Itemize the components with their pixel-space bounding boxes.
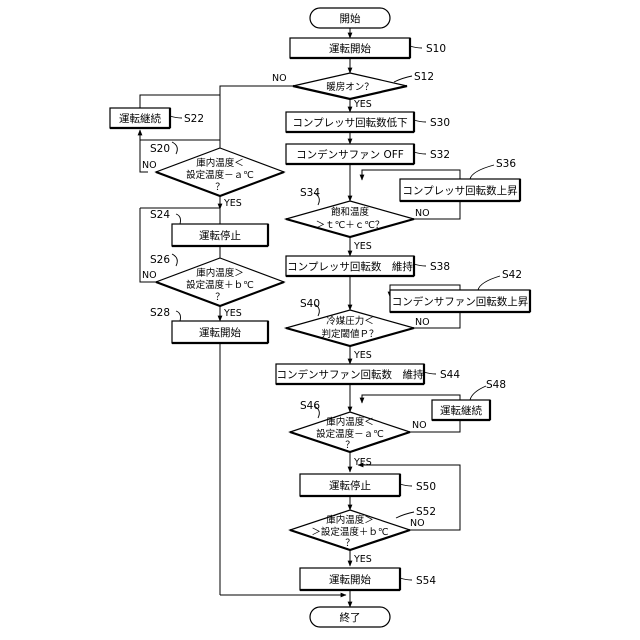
- step-label: S20: [150, 143, 170, 155]
- process-box-s30: コンプレッサ回転数低下: [286, 112, 414, 132]
- box-label: 運転開始: [199, 326, 241, 339]
- decision-s26: 庫内温度＞ 設定温度＋ｂ℃ ？: [156, 258, 284, 306]
- no-label: NO: [415, 208, 430, 219]
- box-label: 運転停止: [199, 229, 241, 242]
- step-label: S10: [426, 43, 446, 55]
- step-label: S34: [300, 187, 320, 199]
- terminal-end: 終了: [310, 607, 390, 627]
- yes-label: YES: [353, 99, 372, 110]
- step-label: S22: [184, 113, 204, 125]
- process-box-s42: コンデンサファン回転数上昇: [390, 290, 530, 312]
- no-label: NO: [412, 420, 427, 431]
- decision-text: 庫内温度＞: [326, 514, 374, 526]
- no-label: NO: [142, 270, 157, 281]
- decision-text: 設定温度－ａ℃: [186, 169, 254, 181]
- decision-text: 暖房オン？: [326, 81, 374, 93]
- process-box-s44: コンデンサファン回転数 維持: [276, 364, 424, 384]
- box-label: コンプレッサ回転数上昇: [402, 184, 518, 197]
- process-box-s54: 運転開始: [300, 568, 400, 590]
- yes-label: YES: [223, 308, 242, 319]
- box-label: コンデンサファン OFF: [296, 148, 404, 161]
- box-label: コンプレッサ回転数低下: [292, 116, 407, 129]
- box-label: 運転開始: [329, 573, 371, 586]
- process-box-s32: コンデンサファン OFF: [286, 144, 414, 164]
- box-label: 運転継続: [119, 112, 161, 125]
- process-box-s36: コンプレッサ回転数上昇: [400, 179, 520, 201]
- box-label: コンプレッサ回転数 維持: [287, 260, 413, 273]
- decision-s40: 冷媒圧力＜ 判定閾値Ｐ？: [286, 310, 414, 346]
- start-label: 開始: [340, 12, 361, 25]
- flow-line: [140, 130, 220, 140]
- box-label: 運転開始: [329, 42, 371, 55]
- step-label: S48: [486, 379, 506, 391]
- step-label: S44: [440, 369, 460, 381]
- decision-text: ？: [215, 292, 225, 303]
- decision-s12: 暖房オン？: [293, 73, 407, 99]
- decision-text: ＞設定温度＋ｂ℃: [311, 526, 389, 538]
- decision-text: ＞ｔ℃＋ｃ℃？: [316, 220, 385, 231]
- process-box-s50: 運転停止: [300, 474, 400, 496]
- decision-text: 判定閾値Ｐ？: [321, 328, 378, 340]
- decision-text: ？: [345, 440, 355, 451]
- step-label: S52: [416, 506, 436, 518]
- decision-text: 庫内温度＜: [326, 416, 374, 428]
- terminal-start: 開始: [310, 8, 390, 28]
- no-label: NO: [272, 73, 287, 84]
- decision-text: 冷媒圧力＜: [326, 315, 374, 327]
- box-label: コンデンサファン回転数上昇: [392, 295, 529, 308]
- step-label: S12: [414, 71, 434, 83]
- process-box-s38: コンプレッサ回転数 維持: [286, 256, 414, 276]
- yes-label: YES: [223, 198, 242, 209]
- step-label: S36: [496, 158, 516, 170]
- box-label: 運転停止: [329, 479, 371, 492]
- decision-s46: 庫内温度＜ 設定温度－ａ℃ ？: [290, 412, 410, 452]
- loop-line: [140, 95, 220, 107]
- box-label: コンデンサファン回転数 維持: [277, 368, 424, 381]
- decision-text: 設定温度＋ｂ℃: [186, 279, 254, 291]
- step-label: S28: [150, 307, 170, 319]
- step-label: S40: [300, 298, 320, 310]
- box-label: 運転継続: [440, 404, 482, 417]
- step-label: S54: [416, 575, 436, 587]
- step-label: S32: [430, 149, 450, 161]
- decision-s52: 庫内温度＞ ＞設定温度＋ｂ℃ ？: [290, 510, 410, 550]
- step-label: S38: [430, 261, 450, 273]
- step-label: S46: [300, 400, 320, 412]
- yes-label: YES: [353, 241, 372, 252]
- step-label: S30: [430, 117, 450, 129]
- decision-text: 庫内温度＜: [196, 157, 244, 169]
- decision-text: ？: [215, 182, 225, 193]
- process-box-s48: 運転継続: [432, 400, 490, 420]
- process-box-s24: 運転停止: [172, 224, 268, 246]
- process-box-s10: 運転開始: [290, 38, 410, 58]
- end-label: 終了: [340, 611, 361, 624]
- step-label: S24: [150, 209, 170, 221]
- no-label: NO: [415, 317, 430, 328]
- process-box-s22: 運転継続: [110, 108, 170, 128]
- process-box-s28: 運転開始: [172, 321, 268, 343]
- step-label: S26: [150, 254, 170, 266]
- yes-label: YES: [353, 554, 372, 565]
- decision-text: ？: [345, 538, 355, 549]
- step-label: S50: [416, 481, 436, 493]
- step-label: S42: [502, 269, 522, 281]
- no-label: NO: [142, 160, 157, 171]
- yes-label: YES: [353, 457, 372, 468]
- no-label: NO: [410, 518, 425, 529]
- yes-label: YES: [353, 350, 372, 361]
- decision-text: 設定温度－ａ℃: [316, 428, 384, 440]
- decision-text: 飽和温度: [331, 206, 370, 218]
- decision-s20: 庫内温度＜ 設定温度－ａ℃ ？: [156, 148, 284, 196]
- decision-s34: 飽和温度 ＞ｔ℃＋ｃ℃？: [286, 201, 414, 237]
- decision-text: 庫内温度＞: [196, 267, 244, 279]
